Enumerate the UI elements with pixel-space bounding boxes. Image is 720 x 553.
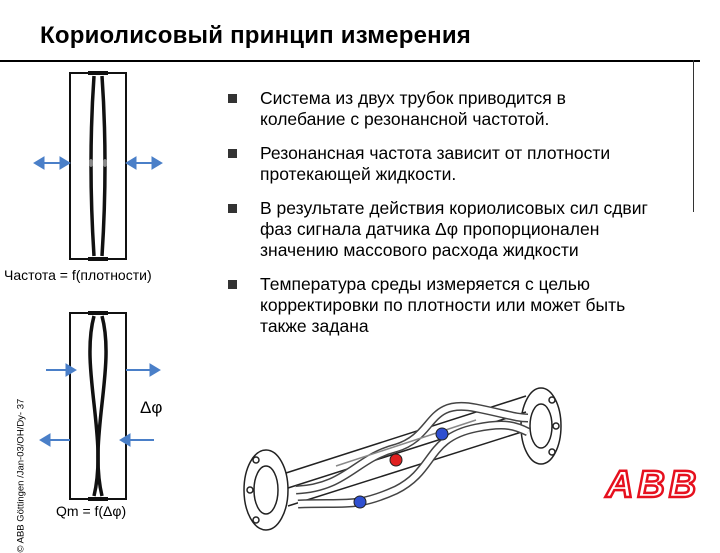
abb-logo: ABB (605, 463, 701, 508)
arrow-icon (46, 363, 77, 377)
right-arrow-icon (125, 156, 163, 170)
flange-left (243, 449, 289, 531)
frequency-label: Частота = f(плотности) (4, 267, 152, 283)
sensor-blue-icon (435, 427, 449, 441)
arrow-icon (126, 363, 161, 377)
sensor-blue-icon (353, 495, 367, 509)
page-title: Кориолисовый принцип измерения (40, 22, 471, 49)
phase-shift-label: Δφ (140, 398, 163, 417)
arrow-icon (39, 433, 70, 447)
left-arrow-icon (33, 156, 71, 170)
sensor-tube-illustration (243, 387, 562, 531)
bullet-icon (228, 149, 237, 158)
bullet-item: Система из двух трубок приводится в коле… (226, 88, 656, 130)
bullet-icon (228, 94, 237, 103)
arrow-icon (119, 433, 154, 447)
bullet-item: Температура среды измеряется с целью кор… (226, 274, 656, 337)
copyright-note: © ABB Göttingen /Jan-03/OH/Dy- 37 (15, 398, 27, 553)
bullet-item: Резонансная частота зависит от плотности… (226, 143, 656, 185)
bullet-icon (228, 204, 237, 213)
tube-frequency-diagram (33, 71, 163, 261)
bullet-list: Система из двух трубок приводится в коле… (226, 88, 656, 350)
tube-frame (69, 72, 127, 260)
title-divider (0, 60, 700, 62)
tube-coriolis-diagram (39, 311, 161, 501)
tube-right (96, 315, 108, 497)
sensor-red-icon (389, 453, 403, 467)
mass-flow-label: Qm = f(Δφ) (56, 503, 127, 519)
bullet-icon (228, 280, 237, 289)
frame-line (693, 60, 694, 212)
bullet-item: В результате действия кориолисовых сил с… (226, 198, 656, 261)
